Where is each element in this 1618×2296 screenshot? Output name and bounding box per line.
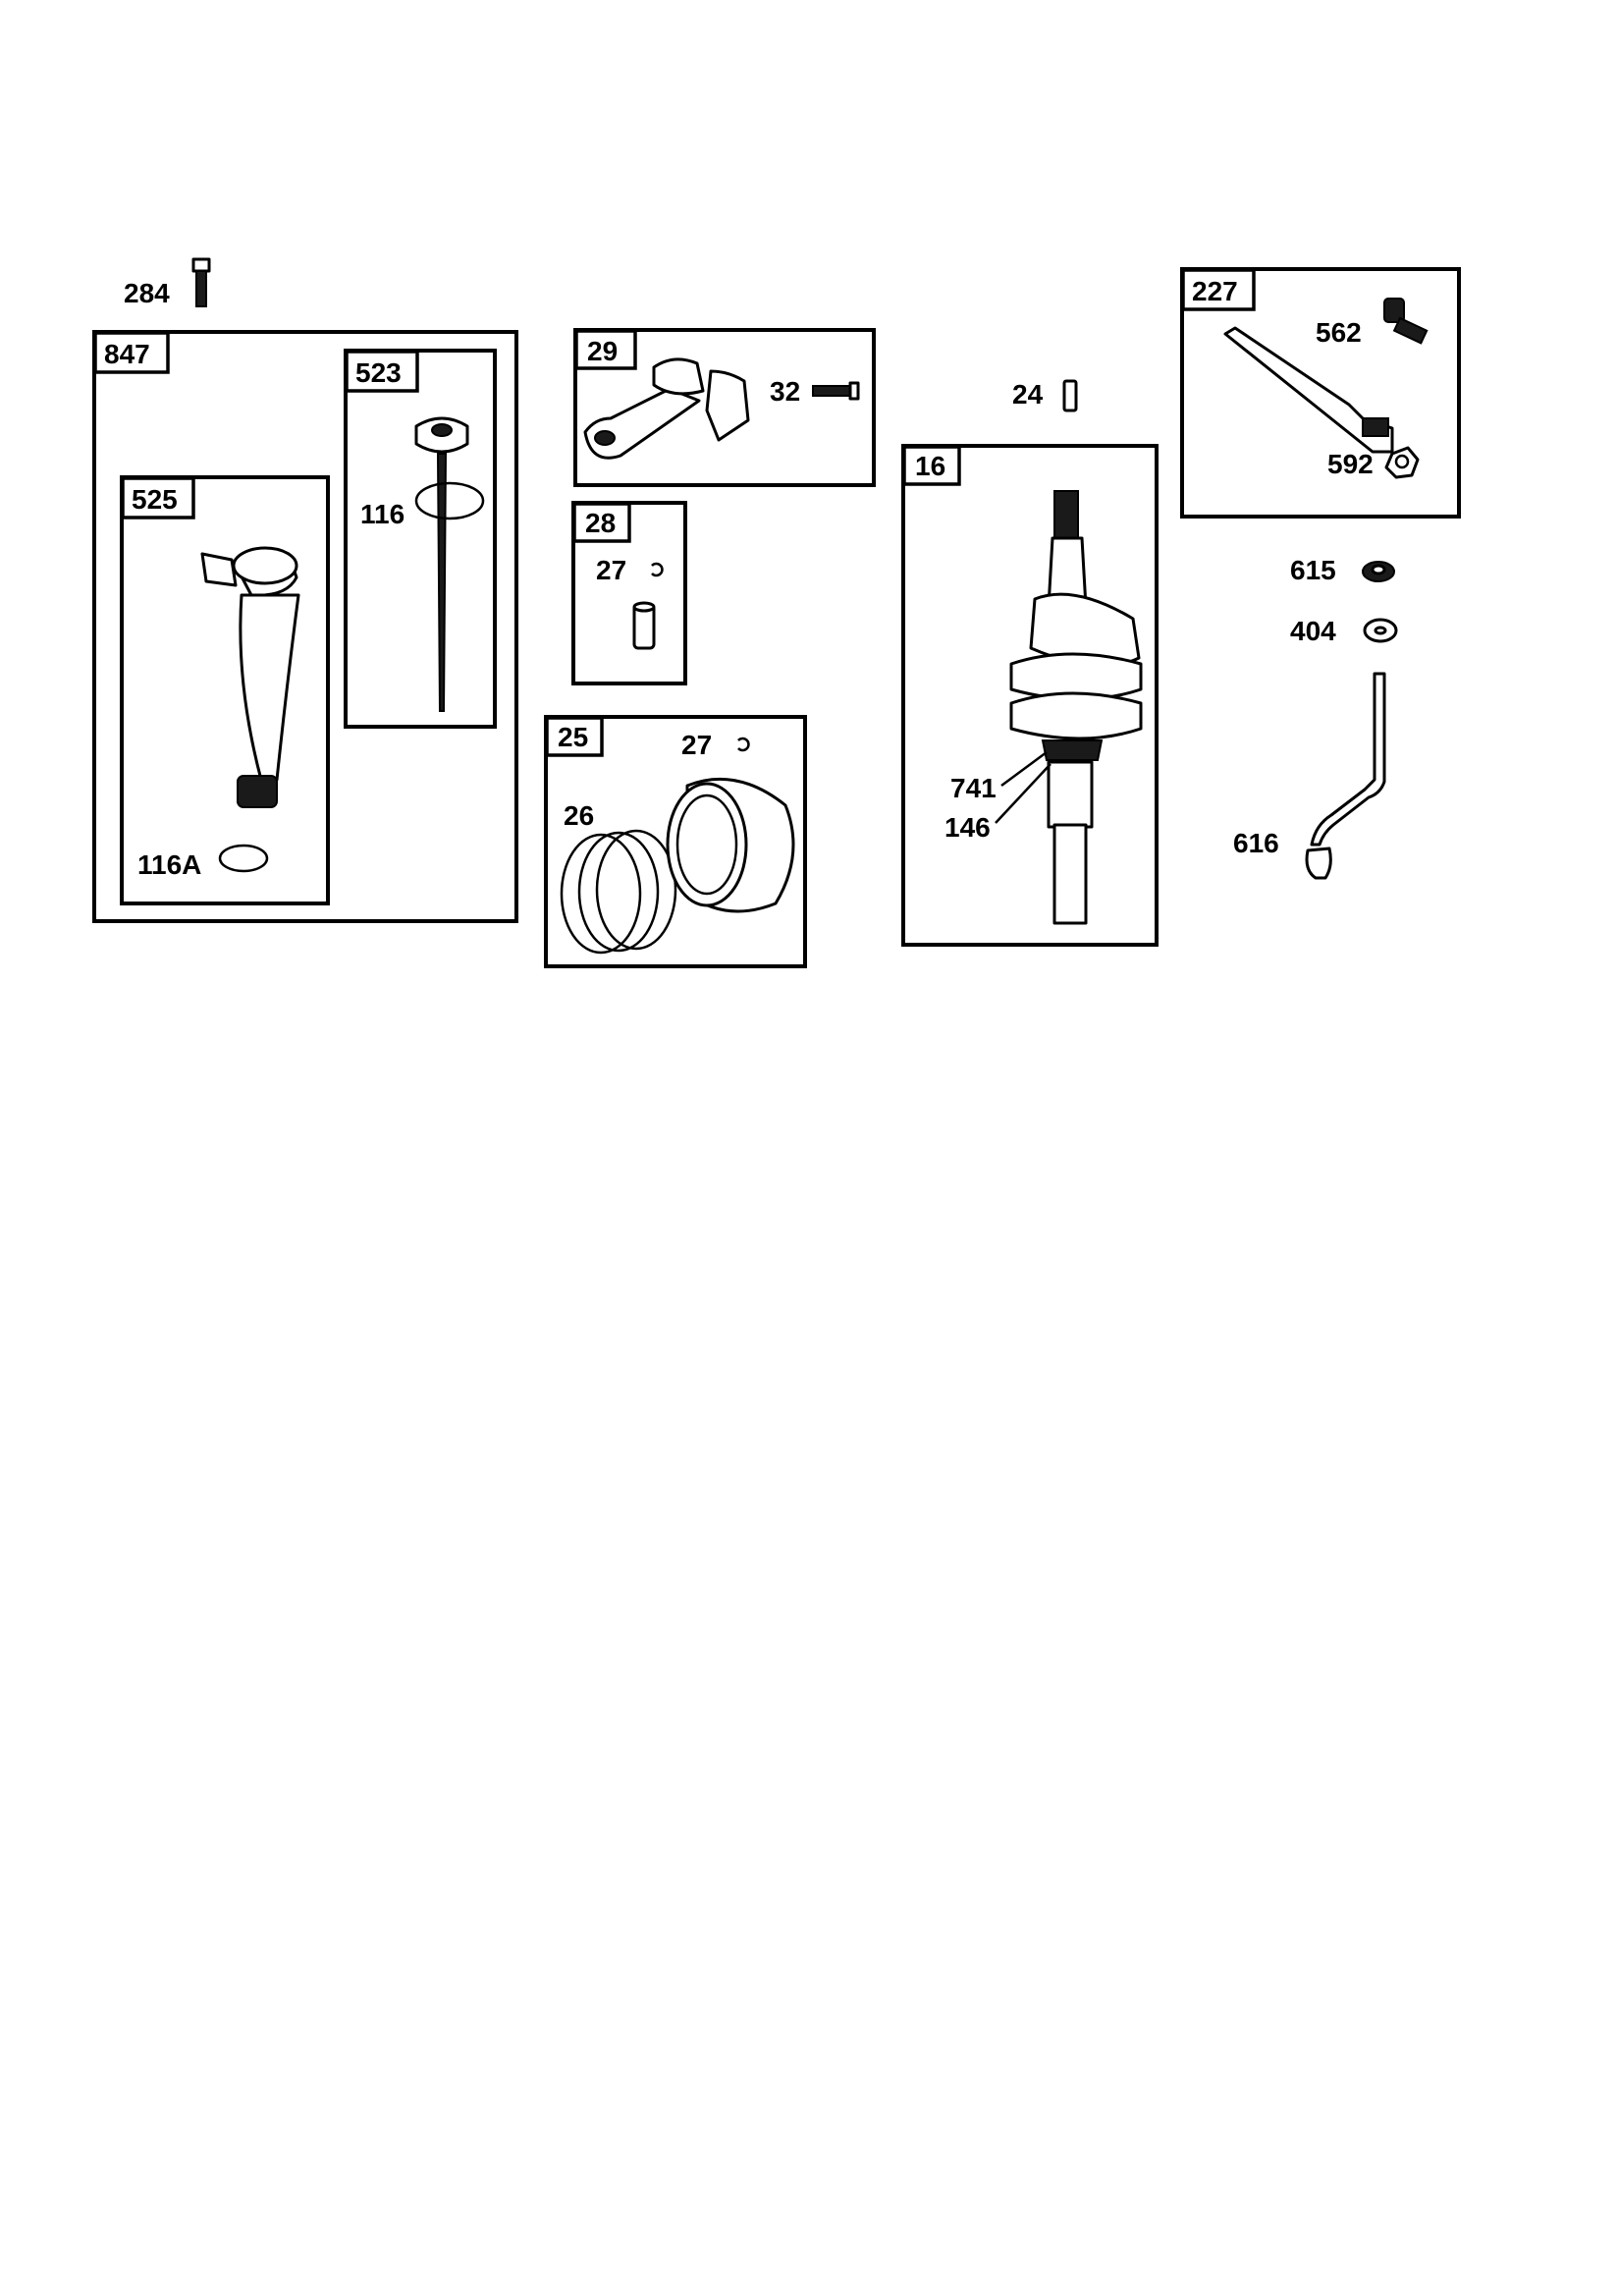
part-29-connecting-rod xyxy=(583,357,750,460)
part-523-dipstick xyxy=(414,416,469,712)
kit-box-16 xyxy=(901,444,1159,947)
part-227-bracket xyxy=(1223,326,1394,454)
callout-27-b: 27 xyxy=(681,730,712,760)
leader-741 xyxy=(1000,750,1048,788)
part-26-piston-rings xyxy=(560,829,677,955)
part-32-bolt xyxy=(812,381,860,401)
callout-116a: 116A xyxy=(137,849,201,880)
kit-tab-28 xyxy=(572,502,631,543)
part-616-governor-lever xyxy=(1305,672,1386,880)
callout-25: 25 xyxy=(558,722,588,752)
callout-26: 26 xyxy=(564,800,594,831)
callout-146: 146 xyxy=(944,812,991,843)
kit-tab-525 xyxy=(121,476,195,519)
callout-16: 16 xyxy=(915,451,945,481)
kit-tab-523 xyxy=(345,350,419,393)
callout-28: 28 xyxy=(585,508,616,538)
part-116-oring xyxy=(414,481,485,520)
callout-32: 32 xyxy=(770,376,800,407)
part-525-tube xyxy=(200,546,300,808)
part-562-bolt xyxy=(1383,298,1429,345)
callout-284: 284 xyxy=(124,278,170,308)
part-24-key xyxy=(1062,379,1078,412)
kit-tab-25 xyxy=(545,716,604,757)
callout-525: 525 xyxy=(132,484,178,515)
part-28-wrist-pin xyxy=(632,601,656,650)
kit-box-29 xyxy=(573,328,876,487)
callout-592: 592 xyxy=(1327,449,1374,479)
part-592-nut xyxy=(1384,446,1420,479)
part-16-crankshaft xyxy=(1009,490,1143,925)
callout-847: 847 xyxy=(104,339,150,369)
callout-29: 29 xyxy=(587,336,618,366)
kit-tab-16 xyxy=(902,445,961,486)
callout-615: 615 xyxy=(1290,555,1336,585)
callout-404: 404 xyxy=(1290,616,1336,646)
part-25-piston xyxy=(666,777,795,913)
part-404-washer xyxy=(1363,618,1398,643)
callout-523: 523 xyxy=(355,357,402,388)
part-27-clip-a xyxy=(651,562,664,577)
callout-227: 227 xyxy=(1192,276,1238,306)
kit-tab-847 xyxy=(93,331,170,374)
callout-741: 741 xyxy=(950,773,997,803)
part-615-nut xyxy=(1362,561,1395,582)
callout-27-a: 27 xyxy=(596,555,626,585)
part-284-bolt xyxy=(191,257,211,307)
kit-box-847 xyxy=(92,330,518,923)
callout-116: 116 xyxy=(360,499,404,529)
kit-box-525 xyxy=(120,475,330,905)
kit-box-25 xyxy=(544,715,807,968)
kit-tab-29 xyxy=(574,329,637,370)
leader-146 xyxy=(995,763,1052,824)
kit-box-523 xyxy=(344,349,497,729)
kit-box-227 xyxy=(1180,267,1461,519)
kit-tab-227 xyxy=(1181,268,1256,311)
callout-24: 24 xyxy=(1012,379,1044,410)
callout-562: 562 xyxy=(1316,317,1362,348)
part-27-clip-b xyxy=(737,737,750,752)
part-116a-oring xyxy=(218,844,269,873)
callout-616: 616 xyxy=(1233,828,1279,858)
